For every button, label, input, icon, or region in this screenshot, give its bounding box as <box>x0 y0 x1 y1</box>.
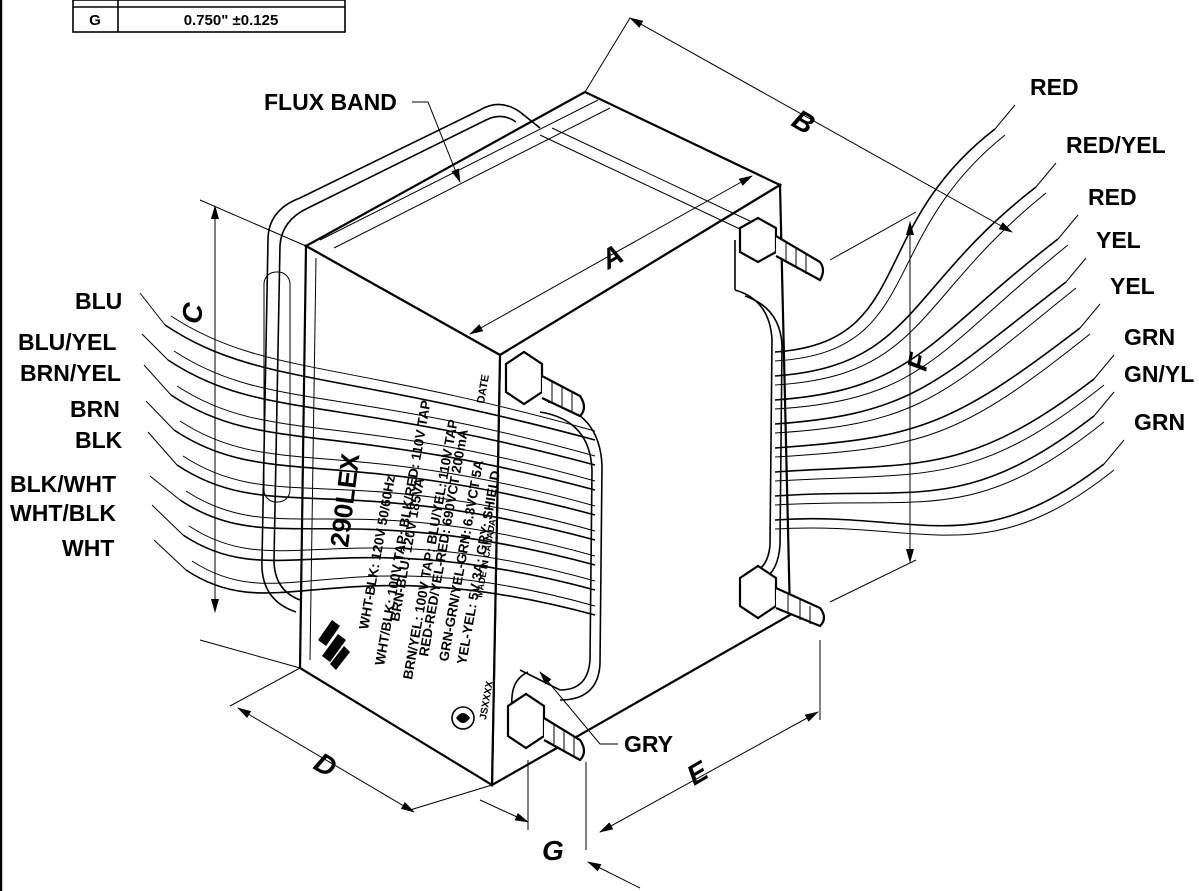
right-lead-label: YEL <box>1110 273 1155 299</box>
bolt-bottom-right <box>738 564 826 628</box>
right-lead-wire <box>774 186 1037 377</box>
left-lead-wire <box>164 324 596 441</box>
left-lead-wire <box>167 359 596 466</box>
gry-label: GRY <box>624 731 673 757</box>
dimension-d-label: D <box>309 746 342 783</box>
csa-mark-icon <box>451 706 475 730</box>
right-lead-leader <box>1093 354 1115 380</box>
right-lead-wire-edge <box>774 287 1077 434</box>
bolt-bottom-front <box>506 692 586 762</box>
right-lead-wire-edge <box>774 192 1047 386</box>
right-lead-wire <box>774 463 1105 527</box>
hammond-logo-icon <box>318 620 350 670</box>
left-lead-leader <box>151 504 184 536</box>
dimension-f-label: F <box>901 350 935 373</box>
right-lead-leader <box>1079 303 1101 329</box>
left-lead-label: BLK/WHT <box>10 471 116 497</box>
right-lead-label: RED <box>1088 184 1137 210</box>
bolt-top-front <box>504 350 586 418</box>
left-lead-label: BRN <box>70 396 120 422</box>
left-lead-label: BLU/YEL <box>18 329 116 355</box>
left-lead-wire-edge <box>170 315 596 432</box>
right-lead-labels: RED RED/YEL RED YEL YEL GRN GN/YL GRN <box>1030 74 1194 435</box>
dimension-e-label: E <box>682 754 715 791</box>
left-lead-wire-edge <box>188 525 596 582</box>
left-lead-wire <box>170 394 596 491</box>
left-lead-wire-edge <box>173 350 596 457</box>
left-lead-leader <box>143 364 172 396</box>
right-lead-wire-edge <box>774 421 1105 506</box>
dimension-g-label: G <box>542 835 564 866</box>
right-lead-leader <box>1065 257 1087 283</box>
table-value-cell: 0.750" ±0.125 <box>184 12 279 29</box>
right-lead-leader <box>1103 439 1125 465</box>
flux-band-label: FLUX BAND <box>264 89 397 115</box>
left-lead-leader <box>147 431 178 466</box>
left-lead-wire-edge <box>182 455 596 532</box>
left-lead-wire <box>185 569 596 616</box>
left-lead-leader <box>145 400 175 431</box>
left-lead-labels: BLU BLU/YEL BRN/YEL BRN BLK BLK/WHT WHT/BLK WHT <box>10 288 123 561</box>
left-lead-label: BLK <box>75 427 123 453</box>
left-lead-leader <box>153 539 187 571</box>
dimension-c-label: C <box>175 300 209 326</box>
dimension-table: G 0.750" ±0.125 <box>72 0 346 33</box>
left-lead-label: BLU <box>75 288 122 314</box>
left-lead-leader <box>141 333 169 361</box>
left-lead-leader <box>139 292 166 326</box>
left-lead-label: WHT/BLK <box>10 500 116 526</box>
right-lead-wire <box>774 415 1095 497</box>
right-lead-wire <box>774 327 1081 449</box>
right-lead-label: RED <box>1030 74 1079 100</box>
right-lead-label: RED/YEL <box>1066 132 1166 158</box>
left-lead-leader <box>149 475 181 501</box>
right-lead-leader <box>1035 162 1057 188</box>
right-lead-leader <box>1093 391 1115 417</box>
left-lead-label: BRN/YEL <box>20 360 121 386</box>
left-lead-wire-edge <box>185 490 596 557</box>
left-lead-wire <box>173 429 596 516</box>
right-lead-wire-edge <box>774 469 1115 536</box>
right-lead-wire-edge <box>774 333 1091 458</box>
right-lead-wire-edge <box>774 134 1006 362</box>
right-lead-leader <box>994 104 1016 130</box>
right-lead-label: GRN <box>1134 409 1185 435</box>
right-lead-label: GN/YL <box>1124 361 1194 387</box>
date-label: DATE <box>475 374 492 405</box>
right-lead-leader <box>1057 214 1079 240</box>
right-lead-wire <box>774 238 1059 401</box>
dimension-lines <box>199 17 1013 889</box>
right-lead-wire <box>774 378 1095 473</box>
right-lead-wire-edge <box>774 384 1105 482</box>
left-lead-wire-edge <box>191 560 596 607</box>
right-lead-label: GRN <box>1124 324 1175 350</box>
left-lead-label: WHT <box>62 535 114 561</box>
right-lead-label: YEL <box>1096 227 1141 253</box>
table-key-cell: G <box>89 12 101 29</box>
right-lead-wires <box>774 104 1125 536</box>
right-lead-wire <box>774 281 1067 425</box>
right-lead-wire-edge <box>774 244 1069 410</box>
